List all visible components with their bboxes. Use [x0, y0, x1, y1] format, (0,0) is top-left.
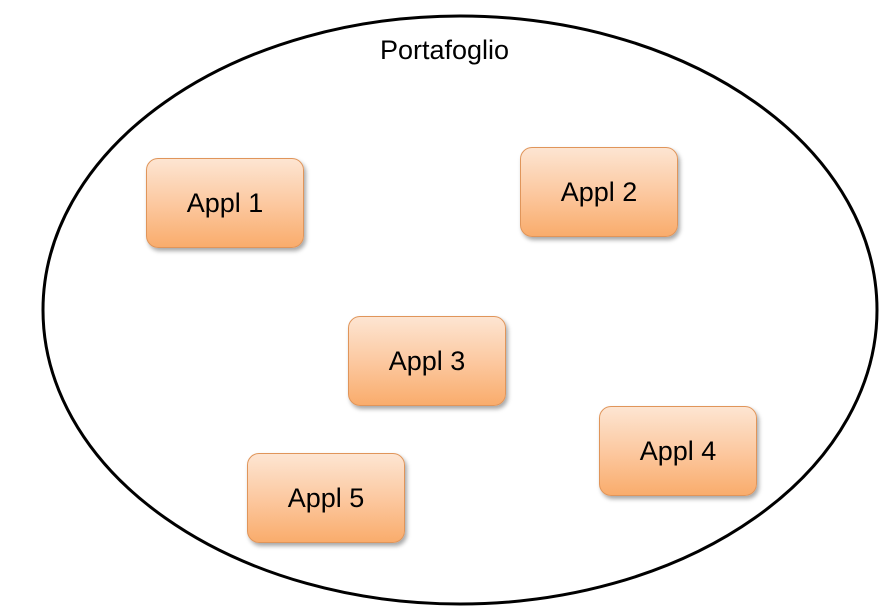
portfolio-title: Portafoglio [379, 35, 510, 65]
application-box-4: Appl 4 [599, 406, 757, 496]
application-box-2: Appl 2 [520, 147, 678, 237]
application-label-2: Appl 2 [560, 176, 638, 207]
application-label-4: Appl 4 [639, 435, 717, 466]
application-label-3: Appl 3 [388, 345, 466, 376]
application-label-5: Appl 5 [287, 482, 365, 513]
portfolio-ellipse [41, 14, 879, 606]
application-box-1: Appl 1 [146, 158, 304, 248]
application-box-3: Appl 3 [348, 316, 506, 406]
application-box-5: Appl 5 [247, 453, 405, 543]
application-label-1: Appl 1 [186, 187, 264, 218]
